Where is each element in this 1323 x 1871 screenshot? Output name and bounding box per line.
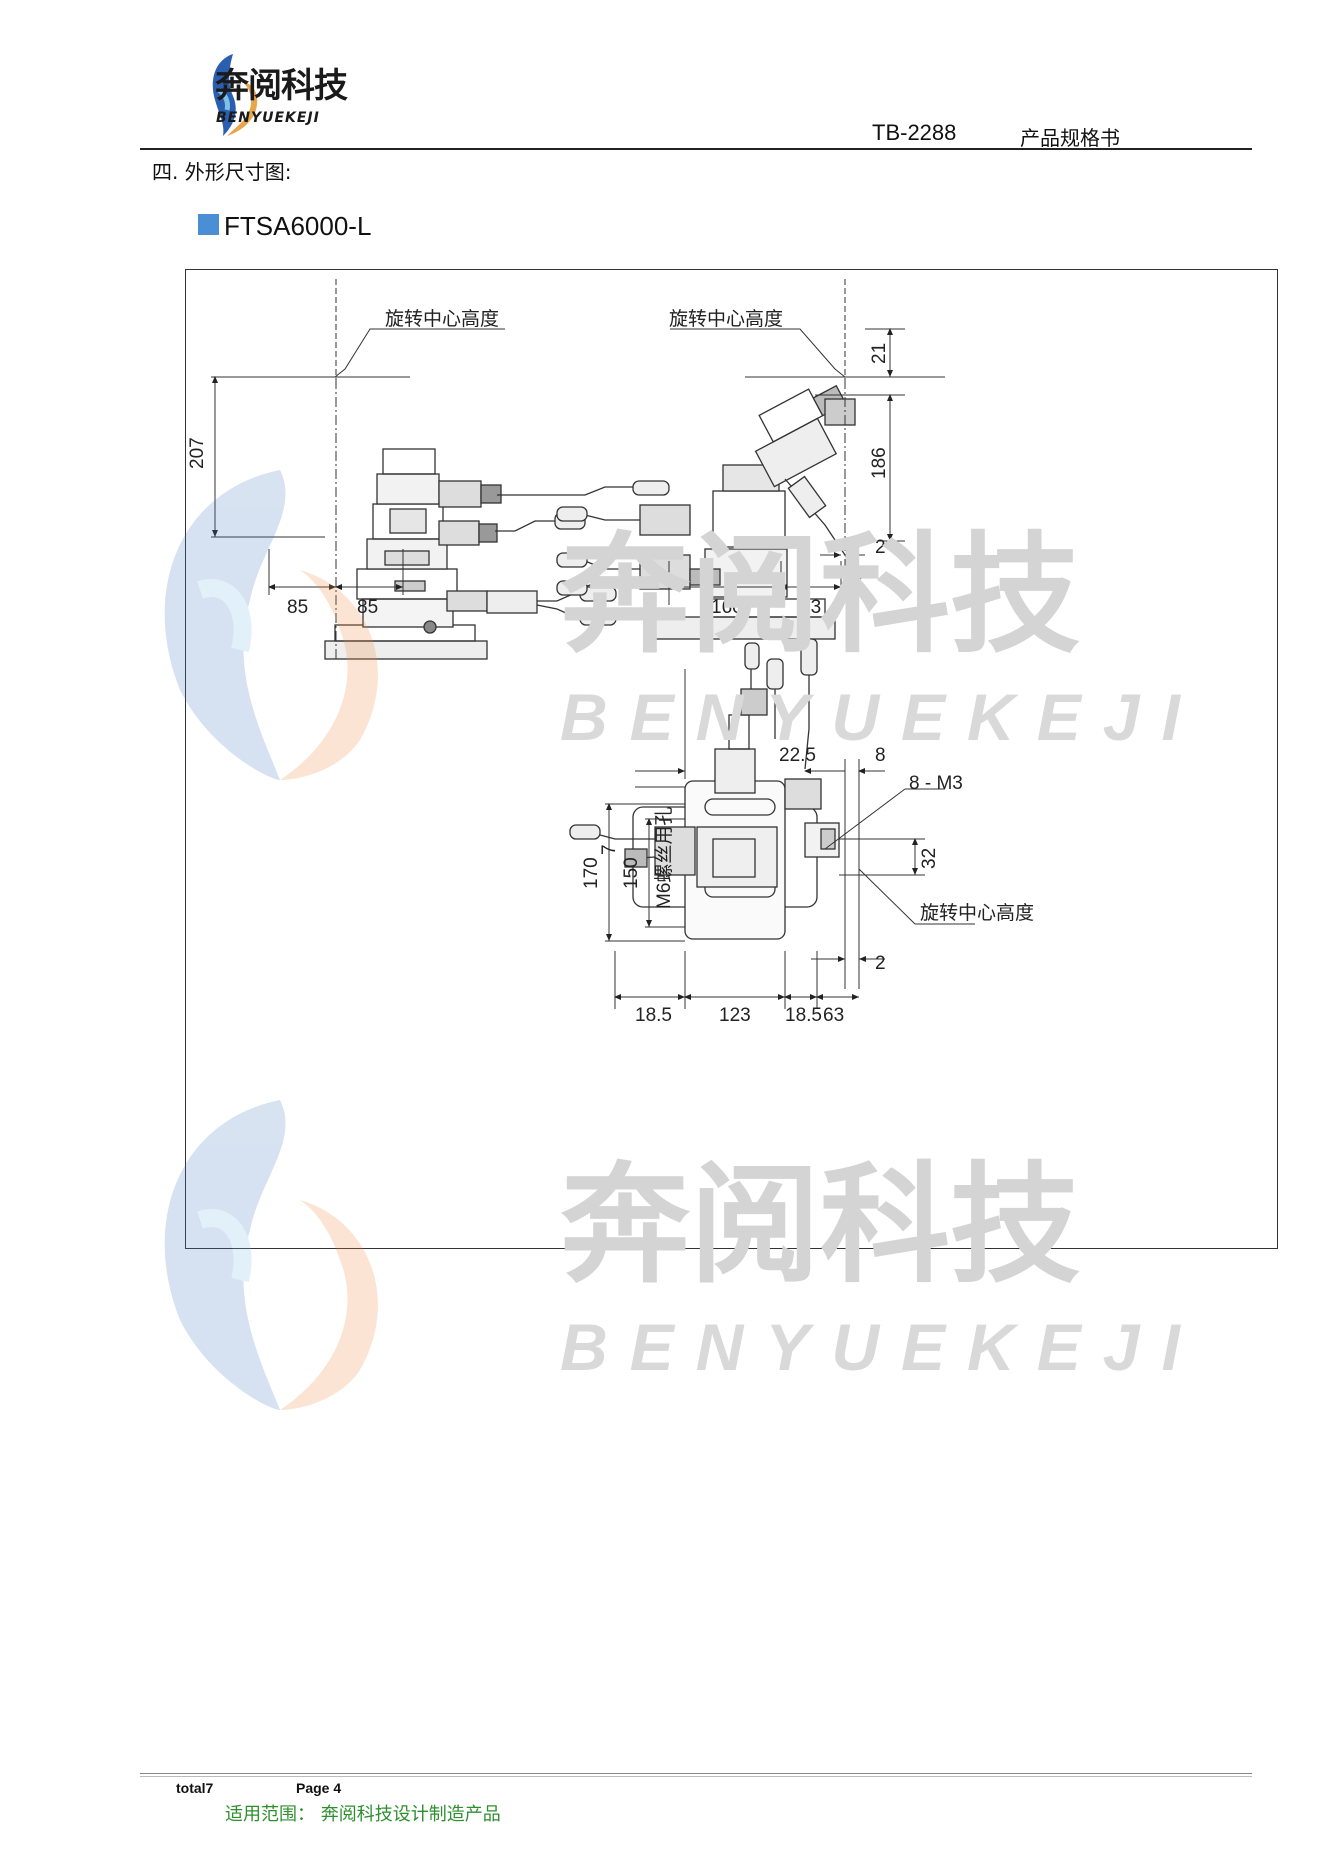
- dim-2-side: 2: [875, 537, 886, 558]
- label-rotation-center-top: 旋转中心高度: [920, 902, 1034, 924]
- dim-170: 170: [581, 857, 602, 889]
- document-title: 产品规格书: [1020, 126, 1120, 150]
- dim-22-5: 22.5: [779, 745, 816, 766]
- top-view: [569, 638, 840, 940]
- dim-150: 150: [621, 857, 642, 889]
- dim-207: 207: [187, 437, 208, 469]
- footer-page-number: Page 4: [296, 1780, 342, 1796]
- product-name: FTSA6000-L: [224, 211, 372, 241]
- dim-7: 7: [599, 844, 620, 855]
- label-rotation-center-front: 旋转中心高度: [385, 308, 499, 330]
- drawing-frame: [185, 269, 1278, 1249]
- label-m6-screw-hole: M6螺丝用孔: [653, 807, 675, 909]
- dim-160: 160: [711, 597, 743, 618]
- side-view-dimensions: [668, 279, 945, 605]
- dim-123: 123: [719, 1005, 751, 1026]
- section-heading: 四. 外形尺寸图:: [152, 160, 292, 184]
- header-divider: [140, 148, 1252, 150]
- company-logo-icon: [212, 54, 258, 136]
- footer-scope: 适用范围： 奔阅科技设计制造产品: [225, 1804, 501, 1825]
- dim-21: 21: [869, 343, 890, 364]
- front-view: [324, 448, 670, 660]
- footer-divider-secondary: [140, 1776, 1252, 1777]
- front-view-dimensions: [211, 279, 505, 659]
- dimension-drawing: 旋转中心高度 207 85 85 旋转中心高度 21 186 2 160 63 …: [187, 279, 1034, 1026]
- dim-18-5-right: 18.5: [785, 1005, 822, 1026]
- dim-32: 32: [919, 848, 940, 869]
- logo-english-name: BENYUEKEJI: [216, 110, 320, 126]
- document-code: TB-2288: [872, 120, 957, 145]
- label-8-m3: 8 - M3: [909, 773, 963, 794]
- dim-85-right: 85: [357, 597, 378, 618]
- product-marker: [198, 214, 219, 235]
- label-rotation-center-side: 旋转中心高度: [669, 308, 783, 330]
- dim-85-left: 85: [287, 597, 308, 618]
- dim-63-side: 63: [800, 597, 821, 618]
- footer-divider: [140, 1773, 1252, 1774]
- dim-186: 186: [869, 447, 890, 479]
- dim-8: 8: [875, 745, 886, 766]
- top-view-dimensions: [605, 669, 975, 1009]
- logo-chinese-name: 奔阅科技: [215, 66, 348, 106]
- watermark-en: BENYUEKEJI: [560, 1310, 1202, 1384]
- dimension-labels: 旋转中心高度 207 85 85 旋转中心高度 21 186 2 160 63 …: [187, 308, 1034, 1026]
- footer-total-pages: total7: [176, 1780, 214, 1796]
- dim-18-5-left: 18.5: [635, 1005, 672, 1026]
- dim-63-top: 63: [823, 1005, 844, 1026]
- dim-2-top: 2: [875, 953, 886, 974]
